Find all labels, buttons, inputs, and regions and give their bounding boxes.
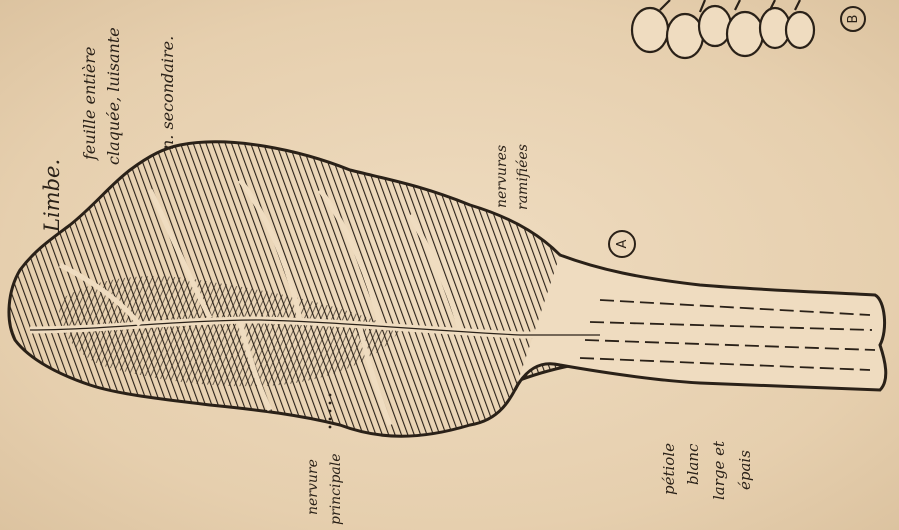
pointer-dots — [0, 0, 899, 530]
illustration-plate: Limbe. feuille entière claquée, luisante… — [0, 0, 899, 530]
